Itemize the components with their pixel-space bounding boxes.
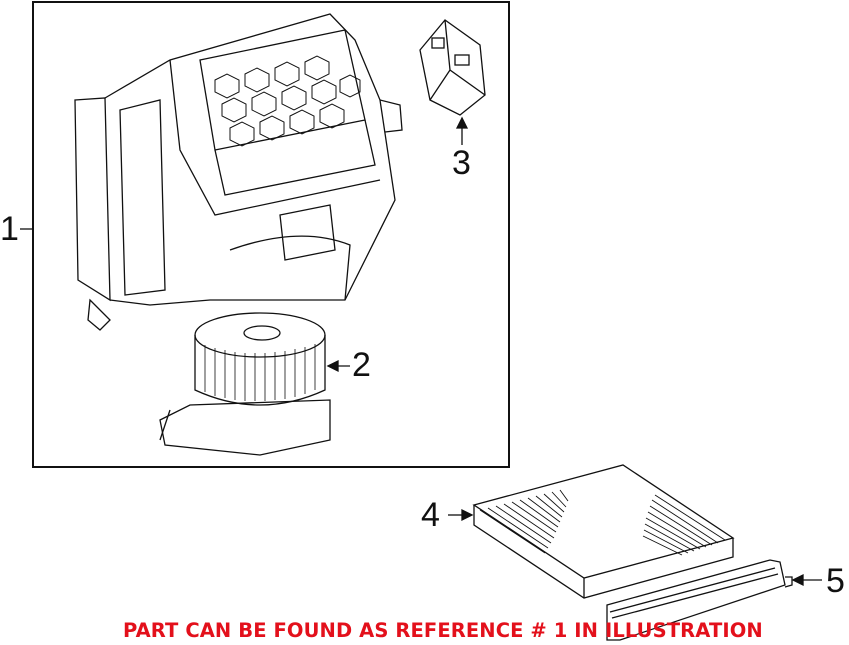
callout-2: 2: [352, 346, 371, 384]
filter-cover-drawing: [606, 559, 822, 641]
blower-housing-drawing: [74, 13, 403, 331]
callout-1: 1: [0, 210, 19, 248]
assembly-frame: [32, 1, 510, 468]
reference-note: PART CAN BE FOUND AS REFERENCE # 1 IN IL…: [123, 619, 763, 642]
callout-3: 3: [452, 144, 471, 182]
actuator-drawing: [419, 19, 486, 145]
callout-4: 4: [421, 496, 440, 534]
cabin-filter-drawing: [448, 464, 735, 599]
callout-5: 5: [826, 562, 845, 600]
blower-motor-drawing: [159, 312, 350, 456]
